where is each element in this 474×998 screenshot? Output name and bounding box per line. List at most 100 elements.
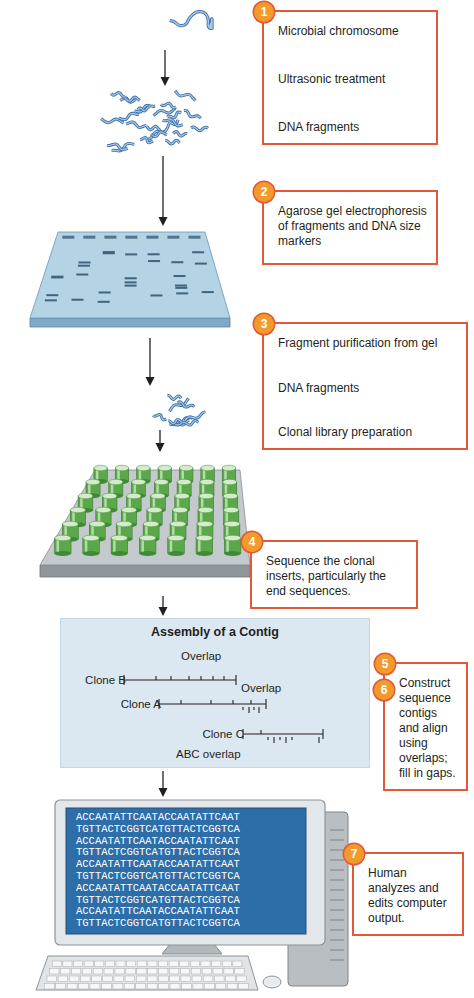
well-base <box>83 551 100 556</box>
gel-band <box>99 291 111 293</box>
gel-well <box>125 236 137 239</box>
keyboard-key <box>213 969 222 975</box>
well-top <box>196 535 213 541</box>
keyboard-key <box>95 961 104 967</box>
flow-arrow-line <box>162 156 163 219</box>
gel-band <box>51 276 63 278</box>
flow-arrow-line <box>149 338 150 379</box>
well-top <box>197 521 213 527</box>
step-text: Sequence the clonal inserts, particularl… <box>266 554 409 599</box>
well-top <box>126 493 141 499</box>
gel-band <box>202 291 214 293</box>
dna-fragment <box>135 105 156 112</box>
gel-band <box>79 261 91 263</box>
dna-fragment <box>175 91 195 101</box>
dna-fragment <box>140 138 153 143</box>
well-top <box>115 465 128 471</box>
keyboard-key <box>227 984 237 990</box>
keyboard-key <box>181 976 191 982</box>
keyboard-key <box>44 984 54 990</box>
sequence-tick <box>188 676 189 680</box>
dna-fragment <box>111 93 125 98</box>
keyboard-key <box>212 961 221 967</box>
step-text: Microbial chromosome <box>278 24 429 39</box>
keyboard-key <box>201 961 210 967</box>
dna-fragment <box>140 138 153 143</box>
well-top <box>70 507 85 513</box>
well-glass <box>85 540 88 552</box>
screen-sequence: ACCAATATTCAATACCAATATTCAAT <box>76 836 240 847</box>
callout-number: 1 <box>254 2 274 22</box>
keyboard-key <box>239 984 249 990</box>
dna-fragment <box>135 105 156 112</box>
tower-grille <box>330 949 344 950</box>
well-base <box>139 551 156 556</box>
callout-number: 4 <box>242 532 262 552</box>
well-top <box>62 521 78 527</box>
clone-b-line <box>124 679 236 680</box>
dna-fragment <box>173 132 187 137</box>
well-top <box>158 465 171 471</box>
gel-band <box>45 299 57 301</box>
keyboard-key <box>50 969 59 975</box>
sequence-tick <box>273 737 274 743</box>
gel-band <box>125 281 137 283</box>
gel-band <box>176 292 188 294</box>
gel-band <box>148 260 160 262</box>
keyboard-key <box>79 984 89 990</box>
keyboard-key <box>169 961 178 967</box>
gel-band <box>51 276 63 278</box>
well-top <box>143 521 159 527</box>
dna-fragment <box>173 132 187 137</box>
flow-arrow-head <box>161 77 170 86</box>
screen-sequence: TGTTACTCGGTCATGTTACTCGGTCA <box>76 824 240 835</box>
tower-grille <box>330 889 344 890</box>
keyboard-key <box>159 976 169 982</box>
keyboard-key <box>214 976 224 982</box>
well-top <box>109 479 123 485</box>
dna-fragment <box>126 122 146 128</box>
tower-grille <box>330 869 344 870</box>
tower-grille <box>330 959 344 960</box>
sequence-tick <box>180 700 181 704</box>
well-top <box>96 507 111 513</box>
dna-fragment <box>167 112 181 118</box>
well-top <box>121 507 136 513</box>
keyboard-key <box>124 984 134 990</box>
chromosome <box>170 12 212 29</box>
well-top <box>111 535 128 541</box>
well-top <box>116 521 132 527</box>
screen-sequence: ACCAATATTCAATACCAATATTCAAT <box>76 812 240 823</box>
keyboard-key <box>216 984 226 990</box>
well-glass <box>179 484 182 494</box>
well-glass <box>198 540 201 552</box>
well-top <box>201 465 214 471</box>
keyboard-key <box>60 969 69 975</box>
dna-fragment <box>163 120 183 126</box>
keyboard-key <box>93 969 102 975</box>
sequence-tick <box>260 730 261 734</box>
keyboard-key <box>159 969 168 975</box>
well-glass <box>170 540 173 552</box>
sequence-tick <box>170 676 171 680</box>
well-top <box>199 493 214 499</box>
well-glass <box>181 470 184 479</box>
tower-grille <box>330 859 344 860</box>
gel-well <box>146 236 158 239</box>
gel-band <box>175 287 187 289</box>
contig-label: ABC overlap <box>176 747 241 761</box>
keyboard-key <box>222 961 231 967</box>
tower-grille <box>330 879 344 880</box>
well-glass <box>225 498 228 508</box>
gel-band <box>195 263 207 265</box>
dna-fragment <box>183 421 199 426</box>
gel-well <box>167 236 179 239</box>
screen-sequence: ACCAATATTCAATACCAATATTCAAT <box>76 906 240 917</box>
keyboard-key <box>105 961 114 967</box>
well-top <box>224 507 239 513</box>
step-text: Human analyzes and edits computer output… <box>368 866 455 926</box>
well-base <box>199 508 214 513</box>
well-top <box>78 493 93 499</box>
callout-number: 6 <box>374 680 394 700</box>
well-base <box>196 551 213 556</box>
